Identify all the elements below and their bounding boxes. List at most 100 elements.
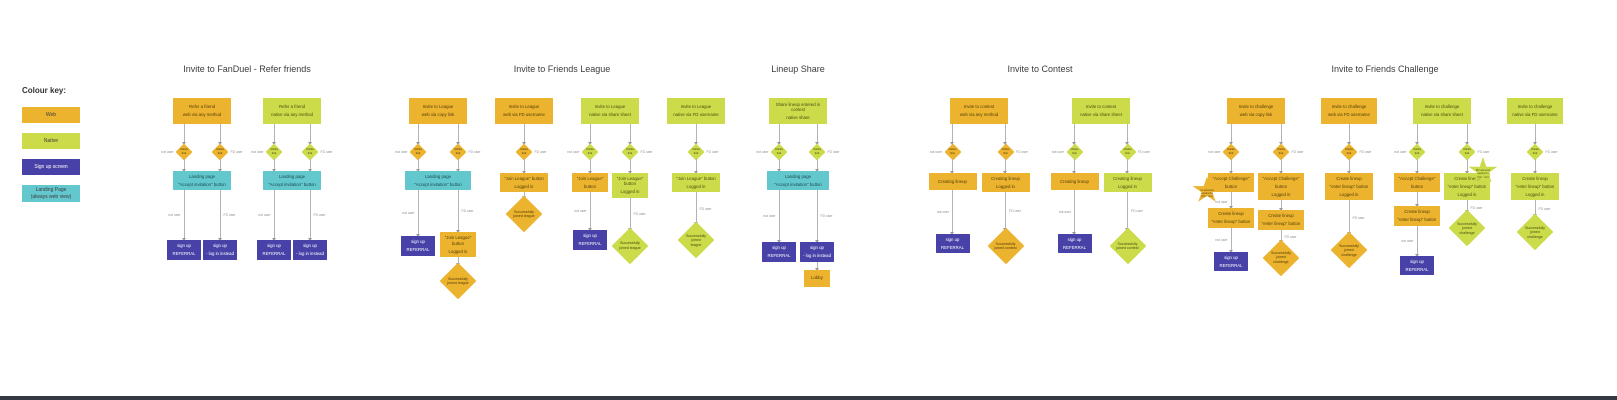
- step-node[interactable]: Creating lineup: [928, 173, 977, 190]
- node-text-line: Clicks: [216, 147, 224, 152]
- node-text-line: Logged in: [1525, 191, 1545, 197]
- step-node[interactable]: Creating lineup: [1050, 173, 1099, 190]
- signup-node[interactable]: sign up- log in instead: [800, 242, 834, 262]
- node-text-line: Clicks: [306, 147, 314, 152]
- key-swatch-native[interactable]: Native: [22, 133, 80, 149]
- signup-node[interactable]: sign up- log in instead: [293, 240, 327, 260]
- landing-page-node[interactable]: Landing page"Accept invitation" button: [767, 171, 829, 191]
- step-node[interactable]: Create lineup"enter lineup" button: [1258, 210, 1304, 230]
- landing-page-node[interactable]: Landing page"Accept invitation" button: [263, 171, 321, 191]
- step-node[interactable]: Lobby: [804, 269, 830, 287]
- key-swatch-signup[interactable]: Sign up screen: [22, 159, 80, 175]
- arrow-connector: [1278, 159, 1283, 174]
- signup-node[interactable]: sign up- log in instead: [203, 240, 237, 260]
- landing-page-node[interactable]: Landing page"Accept invitation" button: [405, 171, 471, 191]
- key-swatch-landing[interactable]: Landing Page(always web view): [22, 185, 80, 202]
- step-node[interactable]: "Accept Challenge"button: [1394, 173, 1440, 193]
- step-node[interactable]: Create lineup"enter lineup" button: [1394, 206, 1440, 226]
- key-swatch-web[interactable]: Web: [22, 107, 80, 123]
- arrow-connector: [627, 124, 632, 145]
- node-text-line: Clicks: [1463, 147, 1471, 152]
- step-node[interactable]: Create lineup"enter lineup" button: [1208, 208, 1254, 228]
- step-node[interactable]: "Join League"button: [572, 173, 608, 193]
- landing-page-node[interactable]: Landing page"Accept invitation" button: [173, 171, 231, 191]
- node-text-line: joined: [1462, 226, 1472, 231]
